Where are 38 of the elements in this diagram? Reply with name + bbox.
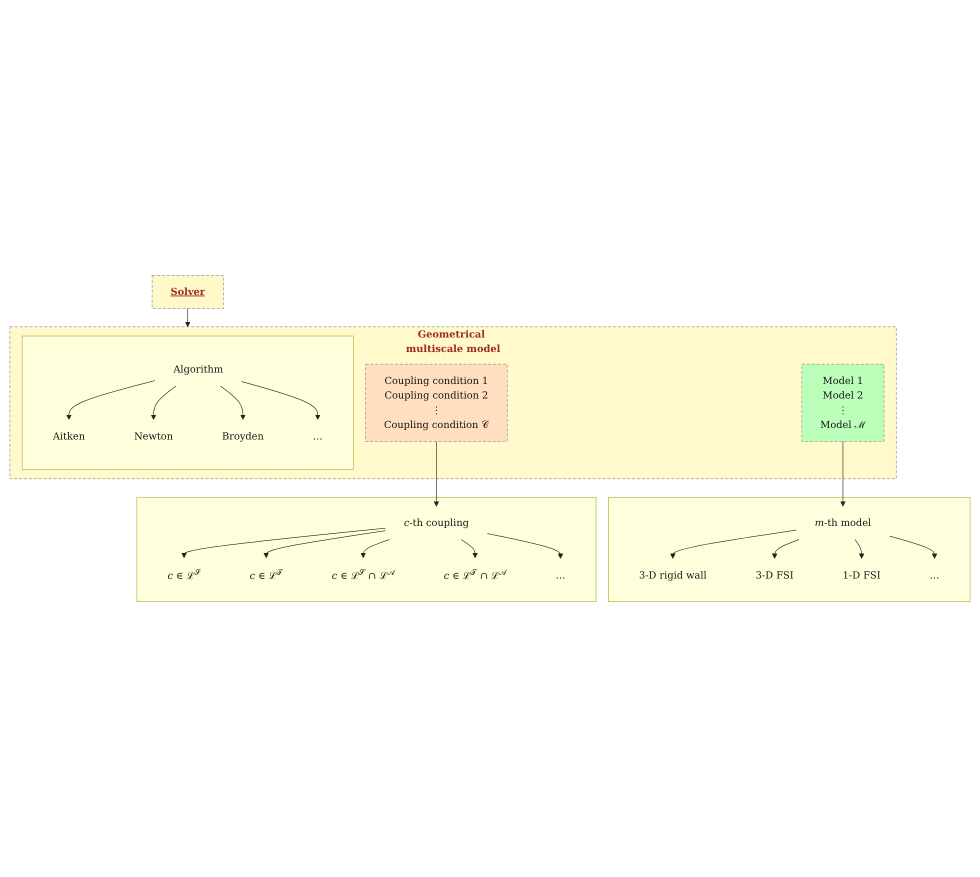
node-text: 3-D FSI <box>756 569 794 581</box>
arrow <box>487 533 564 559</box>
node-text: 3-D rigid wall <box>638 569 707 581</box>
node-text: … <box>312 430 323 442</box>
node-box: Solver <box>152 275 224 309</box>
node-text: Aitken <box>52 430 86 442</box>
arrow <box>889 536 938 559</box>
node-text: Broyden <box>222 430 264 442</box>
node-text: … <box>556 569 566 581</box>
cluster <box>608 496 970 602</box>
arrow <box>670 530 797 559</box>
node-text: c ∈ ℒ$^{𝒮}$ <box>168 568 201 582</box>
arrow <box>150 386 176 420</box>
arrow <box>264 530 386 558</box>
cluster <box>22 336 354 470</box>
arrow <box>854 539 864 559</box>
arrow <box>460 539 478 558</box>
node-text: … <box>930 569 940 581</box>
node-text: c-th coupling <box>404 516 469 529</box>
node-text: c ∈ ℒ$^{𝒯}$ ∩ ℒ$^{𝒜}$ <box>444 568 507 582</box>
node-text: Newton <box>134 430 174 442</box>
node-text: c ∈ ℒ$^{𝒯}$ <box>250 568 283 582</box>
arrow <box>840 441 846 507</box>
node-box: Model 1 Model 2 ⋮ Model ℳ <box>802 364 884 442</box>
node-box: Coupling condition 1 Coupling condition 2 ⋮ Coupling condition 𝒞 <box>365 364 508 442</box>
arrow <box>220 386 246 420</box>
node-text: m-th model <box>814 516 872 529</box>
arrow <box>772 539 800 559</box>
arrow <box>181 528 386 558</box>
node-text: Algorithm <box>173 363 224 375</box>
arrow <box>241 381 320 420</box>
node-text: 1-D FSI <box>842 569 881 581</box>
arrow <box>185 308 190 328</box>
arrow <box>360 539 390 558</box>
arrow <box>66 380 156 420</box>
cluster <box>136 496 596 602</box>
arrow <box>434 441 440 507</box>
node-text: c ∈ ℒ$^{𝒮}$ ∩ ℒ$^{𝒜}$ <box>332 568 395 582</box>
